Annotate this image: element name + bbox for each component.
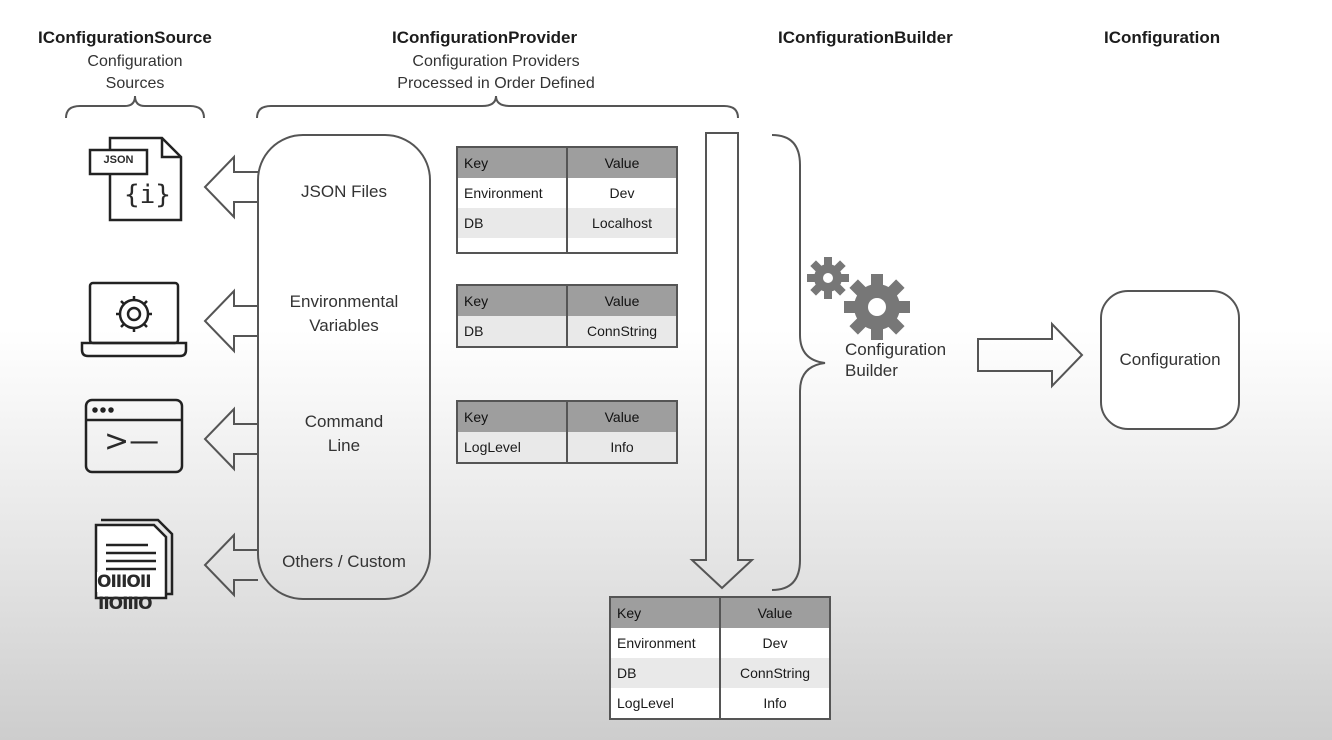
- table-env-cell: ConnString: [566, 316, 677, 347]
- terminal-prompt-glyph: >—: [104, 424, 160, 459]
- provider-label-env-line1: Environmental: [289, 292, 399, 311]
- table-merged: Key Value Environment Dev DB ConnString …: [609, 596, 831, 720]
- builder-brace: [771, 134, 826, 591]
- configuration-box-label: Configuration: [1119, 350, 1221, 369]
- table-json-cell: Environment: [464, 185, 543, 201]
- table-cmd-key-header: Key: [457, 401, 567, 432]
- table-merged-cell: ConnString: [719, 658, 830, 688]
- json-file-icon: [88, 136, 183, 222]
- json-glyph: {i}: [124, 180, 171, 210]
- header-provider-sub2: Processed in Order Defined: [397, 75, 595, 92]
- provider-brace: [256, 95, 739, 119]
- provider-label-cmd-line1: Command: [304, 412, 384, 431]
- table-json-cell: Dev: [566, 178, 677, 208]
- left-arrow-cmd: [203, 406, 258, 472]
- header-source-sub1: Configuration: [87, 53, 183, 70]
- table-cmd-cell: LogLevel: [457, 432, 567, 463]
- table-env: Key Value DB ConnString: [456, 284, 678, 348]
- table-merged-key-header: Key: [610, 597, 720, 628]
- table-json-cell: Localhost: [566, 208, 677, 238]
- table-merged-cell: LogLevel: [617, 695, 674, 711]
- provider-container: [257, 134, 431, 600]
- header-provider-sub1: Configuration Providers: [412, 53, 580, 70]
- table-cmd-value-header: Value: [566, 401, 677, 432]
- binary-line-1: OIIIOII: [97, 572, 152, 592]
- terminal-window-icon: [84, 398, 184, 474]
- source-brace: [65, 95, 205, 119]
- json-tag-label: JSON: [103, 154, 134, 166]
- configuration-box: Configuration: [1100, 290, 1240, 430]
- table-merged-cell: Info: [719, 688, 830, 719]
- builder-label-line2: Builder: [845, 361, 898, 380]
- table-json: Key Value Environment Dev DB Localhost: [456, 146, 678, 254]
- table-json-empty-cell: [457, 238, 567, 253]
- merge-down-arrow: [689, 132, 755, 590]
- provider-label-custom: Others / Custom: [260, 550, 428, 574]
- table-json-cell: DB: [457, 208, 567, 238]
- table-env-key-header: Key: [457, 285, 567, 316]
- header-source-title: IConfigurationSource: [38, 28, 212, 47]
- table-merged-cell: Dev: [719, 628, 830, 658]
- header-source-sub2: Sources: [105, 75, 165, 92]
- provider-label-cmd: Command Line: [260, 410, 428, 458]
- right-arrow-config: [977, 321, 1084, 389]
- header-configuration-title: IConfiguration: [1104, 28, 1221, 47]
- left-arrow-env: [203, 288, 258, 354]
- provider-label-cmd-line2: Line: [327, 436, 361, 455]
- header-builder-title: IConfigurationBuilder: [778, 28, 953, 47]
- gears-icon: [807, 257, 910, 340]
- left-arrow-custom: [203, 532, 258, 598]
- table-cmd: Key Value LogLevel Info: [456, 400, 678, 464]
- provider-label-custom-line1: Others / Custom: [282, 552, 406, 571]
- provider-label-env-line2: Variables: [309, 316, 379, 335]
- table-env-cell: DB: [457, 316, 567, 347]
- laptop-gear-icon: [80, 281, 188, 358]
- binary-line-2: IIOIIIO: [98, 594, 153, 614]
- provider-label-json: JSON Files: [260, 180, 428, 204]
- provider-label-json-line1: JSON Files: [301, 182, 387, 201]
- builder-label: Configuration Builder: [845, 339, 946, 381]
- table-merged-cell: DB: [610, 658, 720, 688]
- table-json-key-header: Key: [457, 147, 567, 178]
- table-cmd-cell: Info: [566, 432, 677, 463]
- table-env-value-header: Value: [566, 285, 677, 316]
- left-arrow-json: [203, 154, 258, 220]
- builder-label-line1: Configuration: [845, 340, 947, 359]
- table-merged-value-header: Value: [719, 597, 830, 628]
- table-json-empty-cell: [566, 238, 677, 253]
- table-json-value-header: Value: [566, 147, 677, 178]
- provider-label-env: Environmental Variables: [260, 290, 428, 338]
- table-merged-cell: Environment: [617, 635, 696, 651]
- header-provider-title: IConfigurationProvider: [392, 28, 578, 47]
